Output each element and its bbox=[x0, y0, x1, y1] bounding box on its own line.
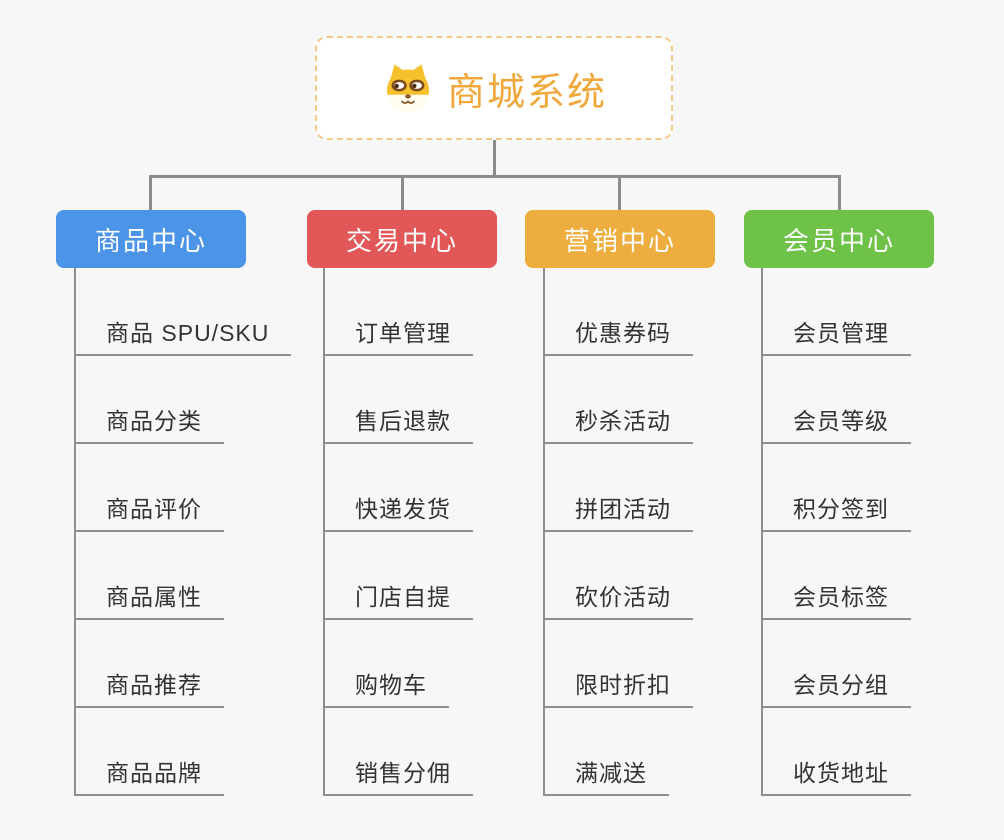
leaf-node[interactable]: 商品评价 bbox=[76, 444, 224, 532]
leaf-node[interactable]: 拼团活动 bbox=[545, 444, 693, 532]
leaf-node[interactable]: 秒杀活动 bbox=[545, 356, 693, 444]
leaf-node[interactable]: 商品推荐 bbox=[76, 620, 224, 708]
leaf-node[interactable]: 购物车 bbox=[325, 620, 449, 708]
leaf-node[interactable]: 售后退款 bbox=[325, 356, 473, 444]
branch-children-product: 商品 SPU/SKU 商品分类 商品评价 商品属性 商品推荐 商品品牌 bbox=[74, 268, 292, 796]
leaf-node[interactable]: 会员等级 bbox=[763, 356, 911, 444]
leaf-node[interactable]: 会员分组 bbox=[763, 620, 911, 708]
connector-drop-2 bbox=[400, 175, 404, 211]
leaf-node[interactable]: 门店自提 bbox=[325, 532, 473, 620]
leaf-node[interactable]: 砍价活动 bbox=[545, 532, 693, 620]
leaf-node[interactable]: 商品 SPU/SKU bbox=[76, 268, 292, 356]
leaf-node[interactable]: 商品分类 bbox=[76, 356, 224, 444]
branch-node-product-center[interactable]: 商品中心 bbox=[56, 210, 246, 268]
branch-node-member-center[interactable]: 会员中心 bbox=[744, 210, 934, 268]
leaf-node[interactable]: 商品品牌 bbox=[76, 708, 224, 796]
connector-root-drop bbox=[492, 140, 496, 175]
leaf-node[interactable]: 积分签到 bbox=[763, 444, 911, 532]
connector-drop-3 bbox=[617, 175, 621, 211]
connector-horizontal-bar bbox=[148, 175, 841, 178]
leaf-node[interactable]: 收货地址 bbox=[763, 708, 911, 796]
dog-face-icon bbox=[381, 61, 435, 115]
branch-children-marketing: 优惠券码 秒杀活动 拼团活动 砍价活动 限时折扣 满减送 bbox=[543, 268, 693, 796]
leaf-node[interactable]: 商品属性 bbox=[76, 532, 224, 620]
leaf-node[interactable]: 会员标签 bbox=[763, 532, 911, 620]
leaf-node[interactable]: 满减送 bbox=[545, 708, 669, 796]
connector-drop-4 bbox=[837, 175, 841, 211]
leaf-node[interactable]: 销售分佣 bbox=[325, 708, 473, 796]
leaf-node[interactable]: 优惠券码 bbox=[545, 268, 693, 356]
connector-drop-1 bbox=[148, 175, 152, 211]
branch-children-trade: 订单管理 售后退款 快递发货 门店自提 购物车 销售分佣 bbox=[323, 268, 473, 796]
leaf-node[interactable]: 会员管理 bbox=[763, 268, 911, 356]
leaf-node[interactable]: 限时折扣 bbox=[545, 620, 693, 708]
branch-children-member: 会员管理 会员等级 积分签到 会员标签 会员分组 收货地址 bbox=[761, 268, 911, 796]
branch-node-marketing-center[interactable]: 营销中心 bbox=[525, 210, 715, 268]
leaf-node[interactable]: 订单管理 bbox=[325, 268, 473, 356]
leaf-node[interactable]: 快递发货 bbox=[325, 444, 473, 532]
root-title: 商城系统 bbox=[446, 71, 607, 114]
branch-node-trade-center[interactable]: 交易中心 bbox=[307, 210, 497, 268]
root-node[interactable]: 商城系统 bbox=[315, 36, 673, 140]
